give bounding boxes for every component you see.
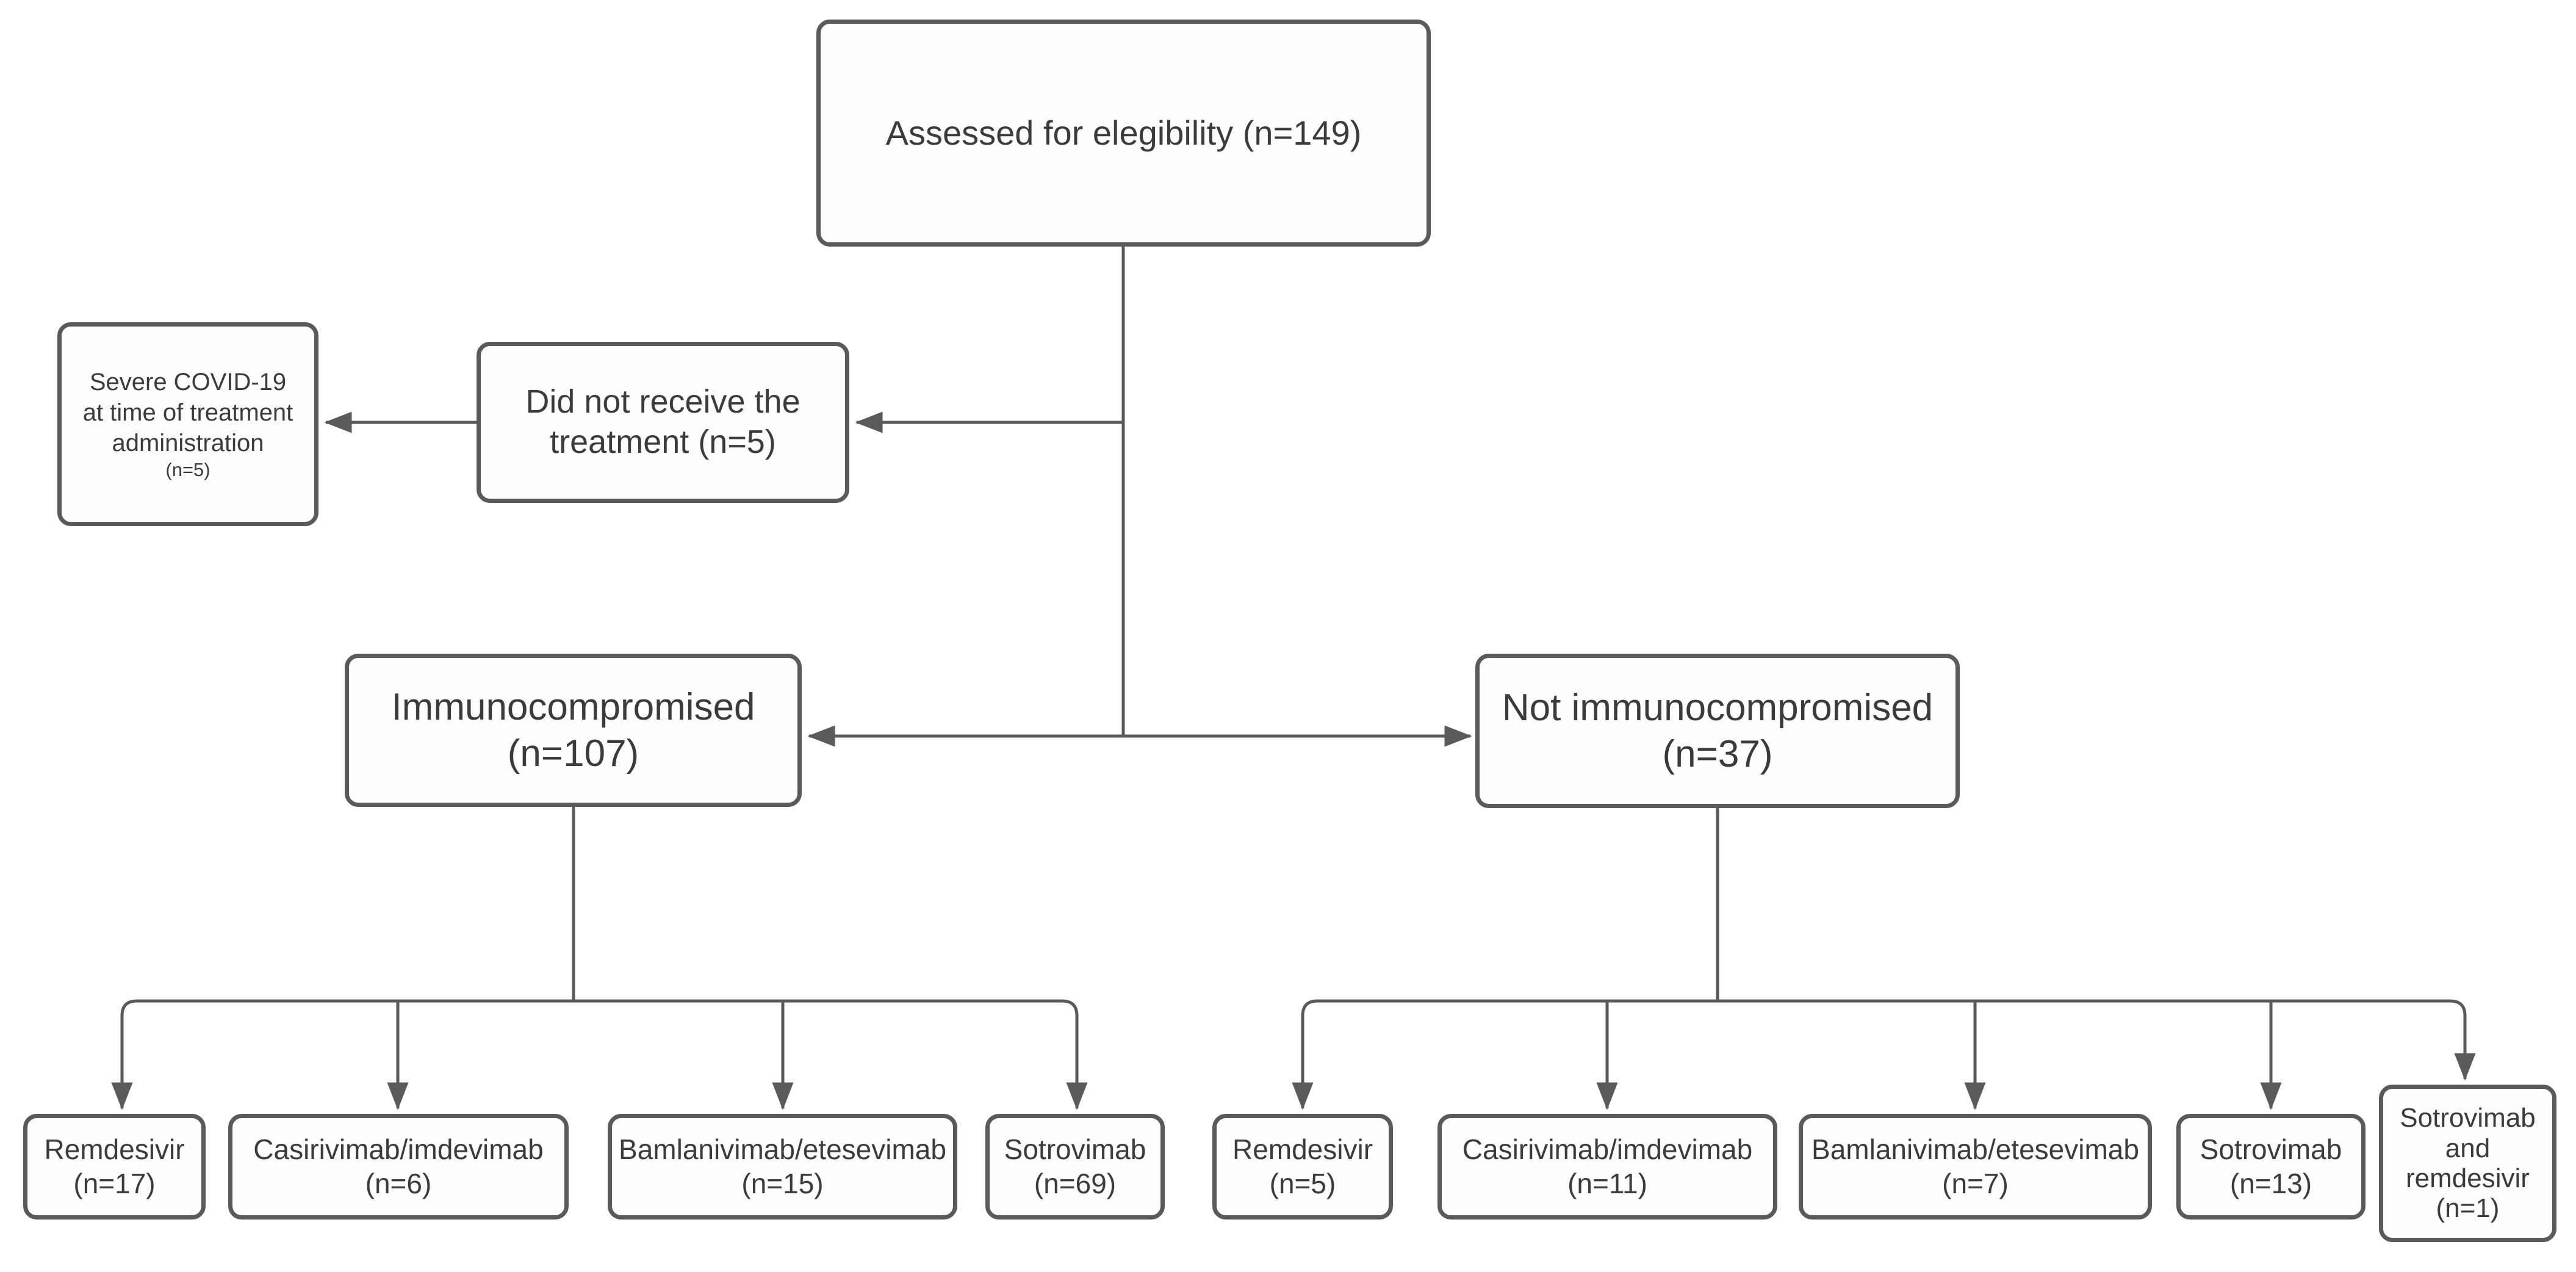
node-count: (n=17) — [73, 1167, 156, 1199]
node-label: Not immunocompromised — [1502, 686, 1934, 729]
flow-node-ni-casirivimab-imdevimab: Casirivimab/imdevimab (n=11) — [1437, 1114, 1777, 1220]
node-label: Casirivimab/imdevimab — [1462, 1133, 1753, 1166]
node-label: Casirivimab/imdevimab — [253, 1133, 544, 1166]
node-label: Bamlanivimab/etesevimab — [619, 1133, 946, 1166]
node-count: (n=5) — [165, 458, 210, 480]
node-count: (n=7) — [1942, 1167, 2009, 1199]
node-label: Bamlanivimab/etesevimab — [1811, 1133, 2139, 1166]
node-count: (n=1) — [2436, 1193, 2500, 1224]
node-label: Assessed for elegibility (n=149) — [885, 113, 1362, 152]
node-count: (n=6) — [365, 1167, 432, 1199]
node-label: Remdesivir — [1232, 1133, 1373, 1166]
left-tree-rail — [120, 999, 1079, 1016]
node-label: Sotrovimab — [2200, 1133, 2342, 1166]
flow-node-ni-remdesivir: Remdesivir (n=5) — [1212, 1114, 1393, 1220]
flow-node-ni-sotrovimab: Sotrovimab (n=13) — [2176, 1114, 2366, 1220]
flow-node-assessed-for-eligibility: Assessed for elegibility (n=149) — [816, 20, 1431, 247]
flow-node-ni-bamlanivimab-etesevimab: Bamlanivimab/etesevimab (n=7) — [1799, 1114, 2152, 1220]
flow-node-ic-bamlanivimab-etesevimab: Bamlanivimab/etesevimab (n=15) — [608, 1114, 957, 1220]
node-count: (n=13) — [2229, 1167, 2312, 1199]
right-tree-rail — [1301, 999, 2467, 1016]
node-count: (n=15) — [741, 1167, 824, 1199]
node-count: (n=11) — [1567, 1167, 1647, 1199]
flow-node-ic-remdesivir: Remdesivir (n=17) — [23, 1114, 206, 1220]
node-label: Sotrovimab — [1004, 1133, 1146, 1166]
node-count: (n=107) — [507, 732, 639, 775]
flow-node-ic-casirivimab-imdevimab: Casirivimab/imdevimab (n=6) — [228, 1114, 569, 1220]
node-count: (n=5) — [1269, 1167, 1336, 1199]
flow-node-not-immunocompromised: Not immunocompromised (n=37) — [1475, 654, 1960, 808]
flow-node-immunocompromised: Immunocompromised (n=107) — [345, 654, 802, 807]
node-count: (n=69) — [1034, 1167, 1117, 1199]
node-label: Immunocompromised — [391, 685, 755, 728]
node-label: Sotrovimab and remdesivir — [2400, 1103, 2536, 1193]
node-label: Severe COVID-19 at time of treatment adm… — [82, 368, 293, 457]
node-label: Remdesivir — [44, 1133, 185, 1166]
node-label: Did not receive the treatment (n=5) — [525, 383, 801, 460]
flow-node-ic-sotrovimab: Sotrovimab (n=69) — [985, 1114, 1165, 1220]
flow-node-did-not-receive-treatment: Did not receive the treatment (n=5) — [477, 342, 849, 503]
flow-node-severe-covid: Severe COVID-19 at time of treatment adm… — [57, 322, 318, 526]
flow-node-ni-sotrovimab-and-remdesivir: Sotrovimab and remdesivir (n=1) — [2379, 1085, 2556, 1242]
node-count: (n=37) — [1662, 732, 1773, 775]
